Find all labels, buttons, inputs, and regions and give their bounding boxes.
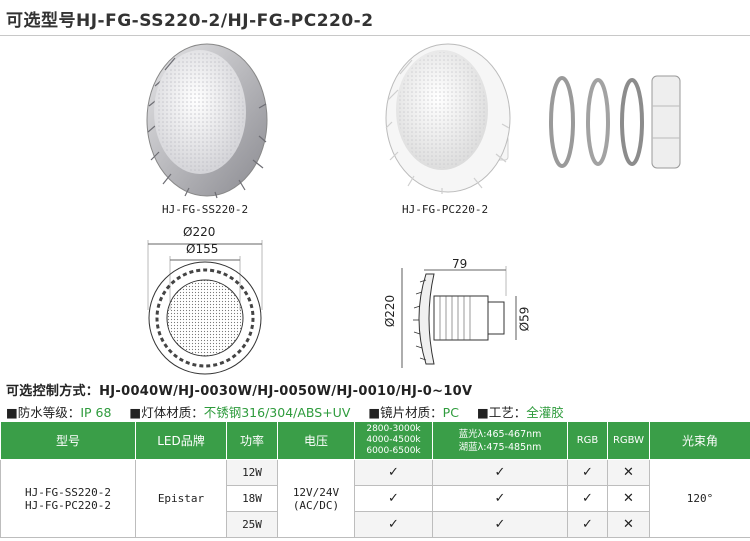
lens-material-value: PC [442, 405, 459, 420]
rgbw-cross: ✕ [607, 459, 650, 486]
control-options: 可选控制方式：HJ-0040W/HJ-0030W/HJ-0050W/HJ-001… [6, 384, 473, 399]
spec-line: ■防水等级：IP 68 ■灯体材质：不锈钢316/304/ABS+UV ■镜片材… [6, 402, 564, 421]
body-material-label: ■灯体材质： [129, 405, 204, 420]
rgb-check: ✓ [567, 511, 608, 538]
header-blue: 蓝光λ:465-467nm 湖蓝λ:475-485nm [432, 421, 568, 460]
gasket-rings-photo [549, 75, 681, 169]
neck-label: Ø59 [517, 306, 532, 332]
power-cell: 12W [226, 459, 278, 486]
cct-check: ✓ [354, 511, 433, 538]
pc-caption: HJ-FG-PC220-2 [402, 203, 489, 216]
spec-table: 型号 LED品牌 功率 电压 2800-3000k 4000-4500k 600… [0, 421, 750, 538]
header-model: 型号 [0, 421, 136, 460]
header-beam: 光束角 [649, 421, 750, 460]
inner-diameter-label: Ø155 [186, 242, 219, 256]
side-view-drawing [401, 266, 517, 368]
header-rgb: RGB [567, 421, 608, 460]
blue-check: ✓ [432, 511, 568, 538]
lens-material-label: ■镜片材质： [368, 405, 443, 420]
blue-check: ✓ [432, 485, 568, 512]
front-view-drawing [147, 240, 263, 375]
header-voltage: 电压 [277, 421, 355, 460]
waterproof-label: ■防水等级： [6, 405, 81, 420]
model-cell: HJ-FG-SS220-2 HJ-FG-PC220-2 [0, 459, 136, 538]
table-row: 18W ✓ ✓ ✓ ✕ [1, 485, 750, 512]
brand-cell: Epistar [135, 459, 227, 538]
craft-value: 全灌胶 [526, 405, 564, 420]
rgb-check: ✓ [567, 485, 608, 512]
craft-label: ■工艺： [476, 405, 527, 420]
header-cct: 2800-3000k 4000-4500k 6000-6500k [354, 421, 433, 460]
rgbw-cross: ✕ [607, 511, 650, 538]
header-rgbw: RGBW [607, 421, 650, 460]
rgb-check: ✓ [567, 459, 608, 486]
ss-light-photo [146, 43, 268, 199]
outer-diameter-label: Ø220 [183, 225, 216, 239]
ss-caption: HJ-FG-SS220-2 [162, 203, 249, 216]
height-label: Ø220 [383, 294, 398, 328]
page-title: 可选型号HJ-FG-SS220-2/HJ-FG-PC220-2 [6, 11, 374, 31]
body-material-value: 不锈钢316/304/ABS+UV [203, 405, 351, 420]
blue-check: ✓ [432, 459, 568, 486]
cct-check: ✓ [354, 459, 433, 486]
table-row: HJ-FG-SS220-2 HJ-FG-PC220-2 Epistar 12W … [0, 459, 750, 538]
beam-cell: 120° [649, 459, 750, 538]
table-header-row: 型号 LED品牌 功率 电压 2800-3000k 4000-4500k 600… [0, 421, 750, 460]
pc-light-photo [385, 43, 511, 194]
title-divider [0, 35, 750, 36]
table-row: 25W ✓ ✓ ✓ ✕ [1, 511, 750, 538]
waterproof-value: IP 68 [80, 405, 112, 420]
voltage-cell: 12V/24V (AC/DC) [277, 459, 355, 538]
power-cell: 18W [226, 485, 278, 512]
cct-check: ✓ [354, 485, 433, 512]
rgbw-cross: ✕ [607, 485, 650, 512]
depth-label: 79 [452, 257, 468, 271]
power-cell: 25W [226, 511, 278, 538]
header-power: 功率 [226, 421, 278, 460]
header-brand: LED品牌 [135, 421, 227, 460]
